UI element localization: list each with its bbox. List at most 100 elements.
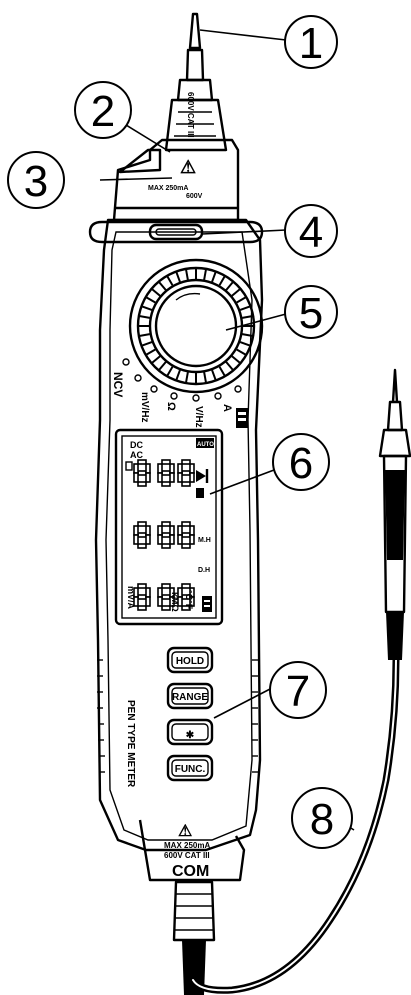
knob-tooth	[225, 361, 234, 371]
hold-button[interactable]: HOLD	[166, 646, 214, 674]
lcd-segment	[157, 596, 163, 607]
top-rating-line2: 600V	[186, 193, 203, 200]
range-button-label: RANGE	[172, 692, 208, 703]
lcd-temp: °C°F	[184, 590, 194, 610]
lcd-segment	[145, 596, 151, 607]
lcd-segment	[169, 472, 175, 483]
left-grip-ticks	[97, 659, 105, 773]
callout-2: 2	[74, 81, 132, 139]
knob-tooth	[175, 369, 181, 380]
lcd-segment	[133, 534, 139, 545]
knob-tooth	[146, 296, 156, 304]
knob-tooth	[139, 333, 150, 337]
callout-7: 7	[269, 661, 327, 719]
lcd-segment	[157, 472, 163, 483]
lcd-segment	[137, 543, 147, 549]
lcd-d-h: D.H	[198, 567, 210, 574]
svg-text:7: 7	[286, 667, 310, 716]
knob-tooth	[185, 269, 189, 280]
knob-tooth	[185, 372, 189, 383]
lcd-segment	[161, 470, 171, 476]
body-text: PEN TYPE METER	[125, 700, 136, 788]
lcd-battery-icon	[202, 596, 212, 612]
knob-teeth	[139, 269, 253, 383]
lcd-segment	[145, 463, 151, 474]
probe-tip: 600V CAT III	[164, 12, 228, 152]
battery-icon	[236, 408, 248, 428]
lcd-segment	[177, 463, 183, 474]
knob-tooth	[166, 366, 174, 376]
lcd-segment	[181, 470, 191, 476]
callout-4: 4	[284, 204, 338, 258]
lcd-segment	[181, 532, 191, 538]
lcd-segment	[137, 583, 147, 589]
lcd-ac: AC	[130, 450, 143, 460]
knob-tooth	[151, 355, 161, 364]
probe-rating-text: 600V CAT III	[186, 92, 195, 138]
lcd-segment	[157, 463, 163, 474]
lcd-m-h: M.H	[198, 537, 211, 544]
lcd-segment	[161, 481, 171, 487]
callout-8: 8	[291, 787, 353, 849]
lcd-segment	[133, 525, 139, 536]
continuity-beep-icon	[196, 488, 204, 498]
knob-tooth	[142, 305, 153, 311]
callout-5: 5	[284, 285, 338, 339]
knob-tooth	[166, 276, 174, 286]
label-ohm: Ω	[165, 402, 177, 411]
lcd-segment	[161, 521, 171, 527]
knob-position-dots	[122, 358, 242, 402]
lcd-segment	[181, 459, 191, 465]
svg-text:3: 3	[24, 157, 48, 206]
svg-text:6: 6	[289, 439, 313, 488]
knob-tooth	[225, 281, 234, 291]
lcd-kmo: kMΩ	[170, 592, 180, 612]
backlight-button[interactable]: ✱	[166, 718, 214, 746]
func-button[interactable]: FUNC.	[166, 754, 214, 782]
knob-tooth	[211, 272, 217, 283]
func-button-label: FUNC.	[175, 764, 206, 775]
knob-tooth	[139, 315, 150, 319]
lcd-segment	[169, 525, 175, 536]
knob-tooth	[175, 272, 181, 283]
knob-tooth	[239, 305, 250, 311]
lcd-segment	[189, 534, 195, 545]
lcd-segment	[161, 543, 171, 549]
lcd-auto: AUTO	[197, 442, 214, 448]
knob-tooth	[142, 341, 153, 347]
backlight-icon: ✱	[186, 730, 195, 741]
lcd-segment	[161, 594, 171, 600]
svg-text:2: 2	[91, 87, 115, 136]
knob-tooth	[146, 348, 156, 356]
com-end: ⚠ MAX 250mA 600V CAT III COM	[138, 819, 246, 995]
lcd-segment	[137, 605, 147, 611]
lcd-segment	[145, 534, 151, 545]
lcd-segment	[133, 596, 139, 607]
knob-tooth	[239, 341, 250, 347]
com-rating-line1: MAX 250mA	[164, 841, 210, 850]
knob-tooth	[231, 288, 241, 297]
knob-tooth	[242, 333, 253, 337]
rotary-knob[interactable]	[122, 258, 264, 402]
range-button[interactable]: RANGE	[166, 682, 214, 710]
top-rating-line1: MAX 250mA	[148, 185, 188, 192]
lcd-segment	[189, 525, 195, 536]
lcd-display: AUTO DC AC M.H D.H mV/A kMΩ °C°F	[114, 428, 224, 626]
lcd-segment	[137, 532, 147, 538]
lcd-segment	[137, 594, 147, 600]
lcd-segment	[161, 459, 171, 465]
lcd-digits	[133, 459, 195, 611]
lcd-segment	[177, 596, 183, 607]
lcd-segment	[133, 472, 139, 483]
lcd-segment	[137, 521, 147, 527]
lcd-segment	[137, 481, 147, 487]
knob-tooth	[211, 369, 217, 380]
svg-text:4: 4	[299, 208, 323, 257]
knob-tooth	[158, 281, 167, 291]
warning-triangle-icon: ⚠	[180, 157, 196, 177]
svg-text:5: 5	[299, 289, 323, 338]
lcd-segment	[181, 481, 191, 487]
lcd-segment	[177, 534, 183, 545]
lcd-segment	[161, 532, 171, 538]
